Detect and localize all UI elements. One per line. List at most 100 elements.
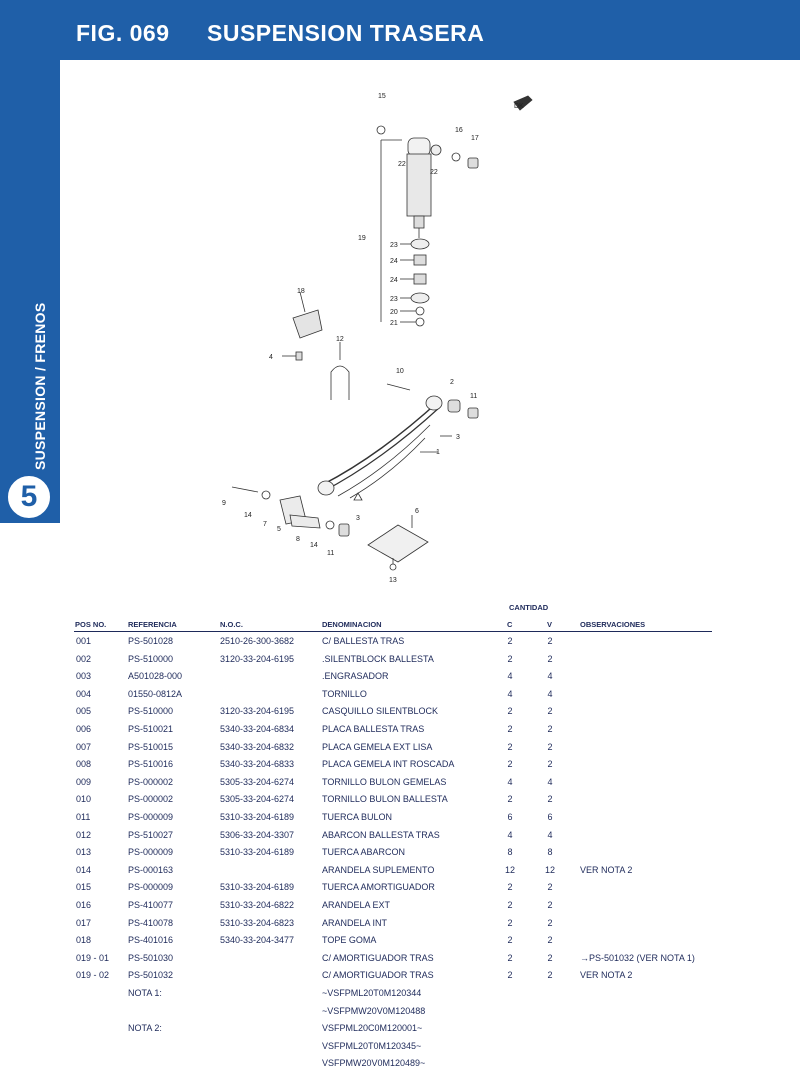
callout-2: 2 [450, 379, 454, 386]
cell-den: TOPE GOMA [322, 935, 377, 946]
quantity-group-header: CANTIDAD [509, 603, 549, 612]
cell-c: 2 [507, 917, 513, 928]
cell-noc: 5306-33-204-3307 [220, 829, 295, 840]
callout-11b: 11 [327, 550, 334, 557]
cell-v: 2 [547, 724, 553, 734]
cell-obs: →PS-501032 (VER NOTA 1) [580, 952, 695, 963]
cell-den: PLACA GEMELA EXT LISA [322, 741, 433, 752]
header-v: V [547, 620, 553, 629]
cell-ref: PS-510000 [128, 653, 174, 664]
cell-c: 2 [507, 706, 513, 717]
note-vin-range: VSFPML20T0M120345~ [322, 1040, 422, 1051]
cell-v: 6 [547, 812, 553, 822]
cell-den: CASQUILLO SILENTBLOCK [322, 706, 439, 717]
cell-pos: 006 [76, 724, 92, 734]
cell-c: 2 [507, 759, 513, 770]
callout-6: 6 [415, 508, 419, 515]
cell-den: TORNILLO BULON GEMELAS [322, 776, 447, 787]
cell-c: 2 [507, 724, 513, 734]
note-label: NOTA 2: [128, 1023, 162, 1034]
callout-10: 10 [396, 368, 404, 375]
cell-pos: 011 [76, 812, 91, 822]
cell-noc: 5310-33-204-6189 [220, 847, 295, 858]
header-pos: POS NO. [75, 620, 107, 629]
cell-v: 2 [547, 794, 553, 805]
cell-pos: 017 [76, 917, 92, 928]
figure-title: SUSPENSION TRASERA [207, 20, 485, 46]
callout-8: 8 [296, 536, 300, 543]
cell-pos: 013 [76, 847, 92, 858]
cell-ref: PS-510016 [128, 759, 174, 770]
cell-ref: PS-501030 [128, 952, 174, 963]
cell-v: 2 [547, 706, 553, 717]
cell-den: ARANDELA INT [322, 917, 388, 928]
cell-c: 4 [507, 688, 513, 699]
cell-den: ARANDELA SUPLEMENTO [322, 864, 435, 875]
header-noc: N.O.C. [220, 620, 243, 629]
cell-v: 12 [544, 864, 555, 875]
cell-c: 2 [507, 935, 513, 946]
cell-den: .ENGRASADOR [322, 671, 389, 682]
cell-v: 4 [547, 688, 553, 699]
cell-v: 2 [547, 759, 553, 770]
callout-7: 7 [263, 521, 267, 528]
callout-3b: 3 [356, 515, 360, 522]
cell-noc: 2510-26-300-3682 [220, 636, 295, 646]
cell-v: 2 [547, 636, 553, 646]
note-vin-range: VSFPML20C0M120001~ [322, 1023, 423, 1034]
cell-ref: PS-501028 [128, 636, 174, 646]
cell-pos: 001 [76, 636, 92, 646]
callout-15: 15 [378, 93, 386, 100]
cell-noc: 3120-33-204-6195 [220, 706, 295, 717]
callout-17: 17 [471, 135, 479, 142]
cell-den: TORNILLO BULON BALLESTA [322, 794, 448, 805]
cell-den: TORNILLO [322, 688, 367, 699]
cell-c: 8 [507, 847, 513, 858]
cell-den: ARANDELA EXT [322, 900, 391, 910]
cell-ref: PS-000163 [128, 864, 174, 875]
cell-den: TUERCA BULON [322, 812, 393, 822]
cell-den: TUERCA AMORTIGUADOR [322, 882, 435, 893]
header-observaciones: OBSERVACIONES [580, 620, 646, 629]
cell-v: 2 [547, 917, 553, 928]
callout-22a: 22 [398, 161, 406, 168]
cell-ref: PS-000009 [128, 847, 174, 858]
cell-ref: A501028-000 [128, 671, 183, 682]
cell-den: C/ BALLESTA TRAS [322, 636, 405, 646]
cell-v: 4 [547, 829, 553, 840]
cell-c: 2 [507, 970, 513, 981]
callout-14a: 14 [244, 512, 252, 519]
cell-pos: 003 [76, 671, 92, 682]
table-row: 001 PS-501028 2510-26-300-3682 C/ BALLESTA … [0, 636, 800, 653]
callout-20: 20 [390, 309, 398, 316]
section-number: 5 [20, 480, 38, 513]
cell-noc: 5310-33-204-6189 [220, 882, 295, 893]
cell-c: 2 [507, 653, 513, 664]
cell-pos: 015 [76, 882, 92, 893]
cell-pos: 016 [76, 900, 92, 910]
callout-3a: 3 [456, 434, 460, 441]
cell-ref: PS-510021 [128, 724, 174, 734]
cell-noc: 3120-33-204-6195 [220, 653, 295, 664]
callout-14b: 14 [310, 542, 318, 549]
cell-v: 4 [547, 776, 553, 787]
callout-24b: 24 [390, 277, 398, 284]
cell-c: 2 [507, 741, 513, 752]
callout-24a: 24 [390, 258, 398, 265]
cell-c: 4 [507, 776, 513, 787]
cell-pos: 014 [76, 864, 92, 875]
cell-c: 6 [507, 812, 513, 822]
callout-4: 4 [269, 354, 273, 361]
cell-noc: 5340-33-204-6833 [220, 759, 295, 770]
cell-noc: 5340-33-204-3477 [220, 935, 295, 946]
figure-number: FIG. 069 [76, 20, 170, 46]
